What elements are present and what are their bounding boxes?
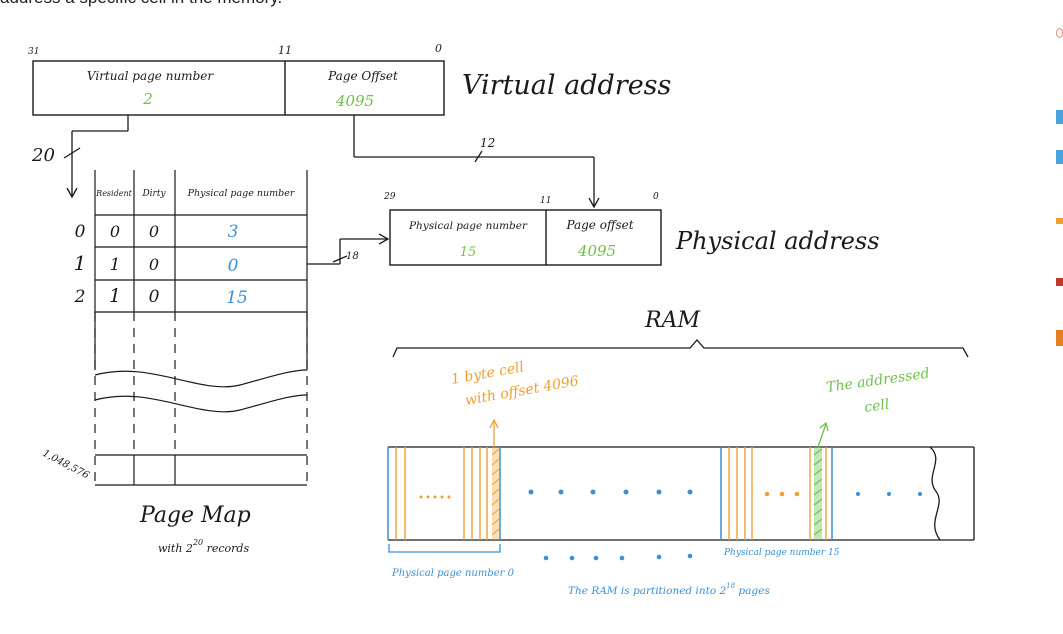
physical-address: 29 11 0 Physical page number 15 Page off… [383, 192, 880, 266]
edge-blue-icon[interactable] [1056, 110, 1063, 124]
ram-bottom-dots [543, 553, 693, 561]
pa-box [389, 209, 662, 266]
ram-middle-dots [528, 489, 693, 495]
ppn0-label: Physical page number 0 [391, 568, 515, 579]
ppn0-brace [388, 544, 501, 553]
edge-orange-icon[interactable] [1056, 218, 1063, 224]
ram-brace [392, 339, 969, 358]
ppn15-label: Physical page number 15 [723, 548, 840, 558]
ram-title: RAM [644, 308, 700, 333]
ram-box [388, 446, 975, 541]
pa-offset-label: Page offset [565, 218, 633, 232]
row-index: 1 [74, 251, 87, 275]
pa-bit-29: 29 [383, 192, 396, 202]
va-box [32, 60, 445, 116]
pa-bit-11: 11 [540, 196, 551, 206]
ram-right-dots [856, 492, 922, 496]
row-resident: 1 [110, 255, 121, 275]
pa-bit-0: 0 [653, 192, 659, 202]
virtual-address: 31 11 0 Virtual page number 2 Page Offse… [28, 42, 671, 116]
col-header-resident: Resident [95, 189, 132, 198]
edge-red-icon[interactable] [1056, 278, 1063, 286]
ppn-arrow [307, 233, 390, 265]
vpn-bit-width: 20 [31, 145, 55, 166]
vpn-label: Virtual page number [87, 69, 214, 83]
col-header-dirty: Dirty [141, 189, 166, 199]
va-offset-label: Page Offset [327, 69, 398, 83]
intro-text-fragment: address a specific cell in the memory. [0, 0, 282, 8]
row-ppn: 15 [226, 288, 248, 308]
row-index: 0 [75, 222, 86, 242]
page-map-subcaption: with 220 records [158, 538, 249, 555]
page-map-last-index: 1,048,576 [41, 448, 92, 482]
row-dirty: 0 [149, 255, 159, 274]
row-resident: 0 [110, 222, 120, 241]
addressed-arrow [817, 421, 829, 448]
col-header-ppn: Physical page number [187, 188, 296, 199]
cell-note-arrow [489, 418, 499, 447]
ram-page-15 [720, 447, 833, 540]
subcaption-tail: records [203, 542, 249, 555]
row-dirty: 0 [149, 222, 159, 241]
edge-fragment-icon [1056, 28, 1063, 38]
va-offset-value: 4095 [335, 92, 374, 110]
addressed-line1: The addressed [825, 366, 930, 396]
row-dirty: 0 [149, 287, 160, 307]
offset-arrow [353, 115, 600, 209]
ram-page-0 [387, 447, 501, 540]
va-bit-31: 31 [28, 47, 39, 57]
virtual-address-title: Virtual address [462, 70, 671, 101]
row-ppn: 3 [228, 222, 239, 242]
physical-address-title: Physical address [675, 227, 880, 255]
ppn-bit-width: 18 [346, 251, 359, 262]
row-index: 2 [74, 287, 86, 307]
page-map [94, 170, 308, 486]
row-ppn: 0 [228, 256, 239, 276]
partition-tail: pages [735, 585, 770, 597]
partition-exp: 18 [726, 582, 735, 590]
va-bit-11: 11 [278, 44, 292, 57]
subcaption-exp: 20 [192, 538, 203, 547]
pa-ppn-value: 15 [460, 245, 477, 260]
addressed-line2: cell [863, 397, 890, 416]
edge-blue-icon[interactable] [1056, 150, 1063, 164]
pa-ppn-label: Physical page number [408, 220, 528, 232]
row-resident: 1 [109, 285, 121, 307]
subcaption-text: with 2 [158, 542, 193, 555]
pa-offset-value: 4095 [577, 242, 616, 260]
vpn-arrow [63, 115, 129, 199]
vpn-value: 2 [142, 90, 153, 108]
va-bit-0: 0 [435, 42, 442, 55]
offset-bit-width: 12 [480, 136, 495, 150]
ram-partition-note: The RAM is partitioned into 218 pages [568, 582, 770, 597]
page-map-caption: Page Map [139, 503, 251, 528]
partition-text: The RAM is partitioned into 2 [568, 585, 726, 597]
edge-orange-block-icon[interactable] [1056, 330, 1063, 346]
